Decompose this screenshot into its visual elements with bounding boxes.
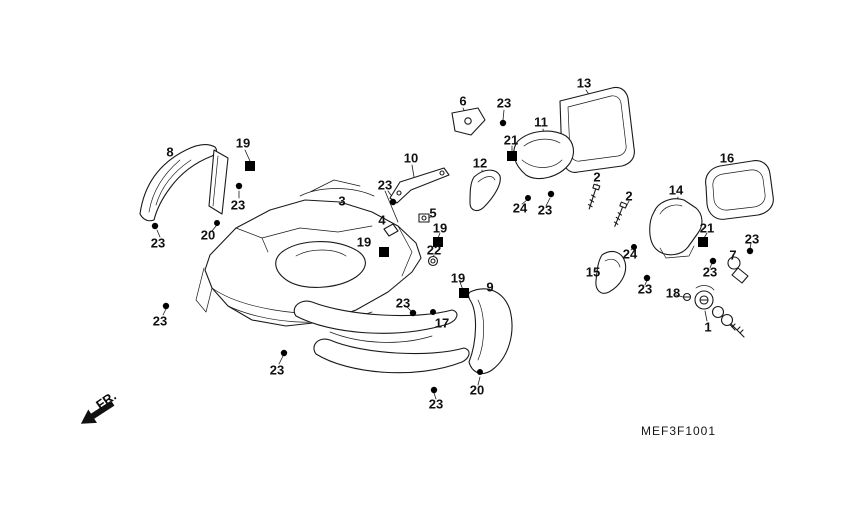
callout-12-8: 12 xyxy=(472,155,488,171)
part-23-screw-h xyxy=(746,247,754,260)
part-23-screw-b xyxy=(151,222,159,235)
callout-19-18: 19 xyxy=(432,220,448,236)
part-22-grommet xyxy=(427,255,439,267)
callout-13-2: 13 xyxy=(576,75,592,91)
part-2-bolt-a xyxy=(587,183,601,210)
callout-20-22: 20 xyxy=(200,227,216,243)
callout-8-6: 8 xyxy=(166,144,174,160)
part-2-bolt-b xyxy=(613,201,628,227)
callout-4-17: 4 xyxy=(378,212,386,228)
callout-3-15: 3 xyxy=(338,193,346,209)
part-under-cover-strips xyxy=(293,300,470,374)
callout-23-30: 23 xyxy=(702,264,718,280)
callout-23-23: 23 xyxy=(150,235,166,251)
callout-23-36: 23 xyxy=(152,313,168,329)
callout-7-27: 7 xyxy=(729,247,737,263)
part-7-switch xyxy=(727,256,749,284)
part-23-screw-d xyxy=(499,119,507,132)
callout-23-11: 23 xyxy=(377,177,393,193)
callout-23-20: 23 xyxy=(537,202,553,218)
part-13-lid xyxy=(559,86,635,173)
callout-21-4: 21 xyxy=(503,132,519,148)
part-1-lock-set xyxy=(694,285,745,338)
diagram-code: MEF3F1001 xyxy=(641,424,717,438)
part-9-right-panel xyxy=(467,288,513,374)
callout-23-41: 23 xyxy=(428,396,444,412)
callout-14-12: 14 xyxy=(668,182,684,198)
part-10-stay xyxy=(389,167,450,204)
callout-10-7: 10 xyxy=(403,150,419,166)
callout-23-35: 23 xyxy=(395,295,411,311)
callout-5-16: 5 xyxy=(429,205,437,221)
callout-19-5: 19 xyxy=(235,135,251,151)
callout-1-38: 1 xyxy=(704,319,712,335)
part-18-screw xyxy=(682,292,692,302)
part-23-screw-i xyxy=(280,349,288,362)
callout-23-26: 23 xyxy=(744,231,760,247)
callout-23-1: 23 xyxy=(496,95,512,111)
callout-15-29: 15 xyxy=(585,264,601,280)
callout-17-37: 17 xyxy=(434,315,450,331)
part-12-strip xyxy=(469,169,501,212)
part-15-arm xyxy=(595,250,627,294)
part-4-bracket xyxy=(383,223,399,237)
callout-23-14: 23 xyxy=(230,197,246,213)
callout-2-13: 2 xyxy=(625,188,633,204)
part-8-left-inner-cover xyxy=(139,144,229,222)
part-11-pocket xyxy=(513,130,575,180)
part-21-clip-a xyxy=(507,151,517,161)
part-19-clip-c xyxy=(379,247,389,257)
callout-18-34: 18 xyxy=(665,285,681,301)
callout-19-24: 19 xyxy=(356,234,372,250)
fr-label: FR. xyxy=(93,388,119,412)
callout-20-40: 20 xyxy=(469,382,485,398)
part-19-clip-a xyxy=(245,161,255,171)
callout-11-3: 11 xyxy=(534,114,548,130)
callout-24-19: 24 xyxy=(512,200,528,216)
part-14-hinge-box xyxy=(649,198,703,259)
callout-23-39: 23 xyxy=(269,362,285,378)
callout-16-10: 16 xyxy=(719,150,735,166)
callout-19-32: 19 xyxy=(450,270,466,286)
part-16-lid xyxy=(705,160,774,220)
callout-6-0: 6 xyxy=(459,93,467,109)
part-5-nut xyxy=(418,213,430,223)
part-21-clip-b xyxy=(698,237,708,247)
callout-22-25: 22 xyxy=(426,242,442,258)
callout-2-9: 2 xyxy=(593,169,601,185)
part-19-clip-d xyxy=(459,288,469,298)
fr-arrow: FR. xyxy=(80,388,119,424)
callout-24-28: 24 xyxy=(622,246,638,262)
callout-9-33: 9 xyxy=(486,279,494,295)
callout-23-31: 23 xyxy=(637,281,653,297)
part-6-latch xyxy=(451,107,486,136)
callout-21-21: 21 xyxy=(699,220,715,236)
